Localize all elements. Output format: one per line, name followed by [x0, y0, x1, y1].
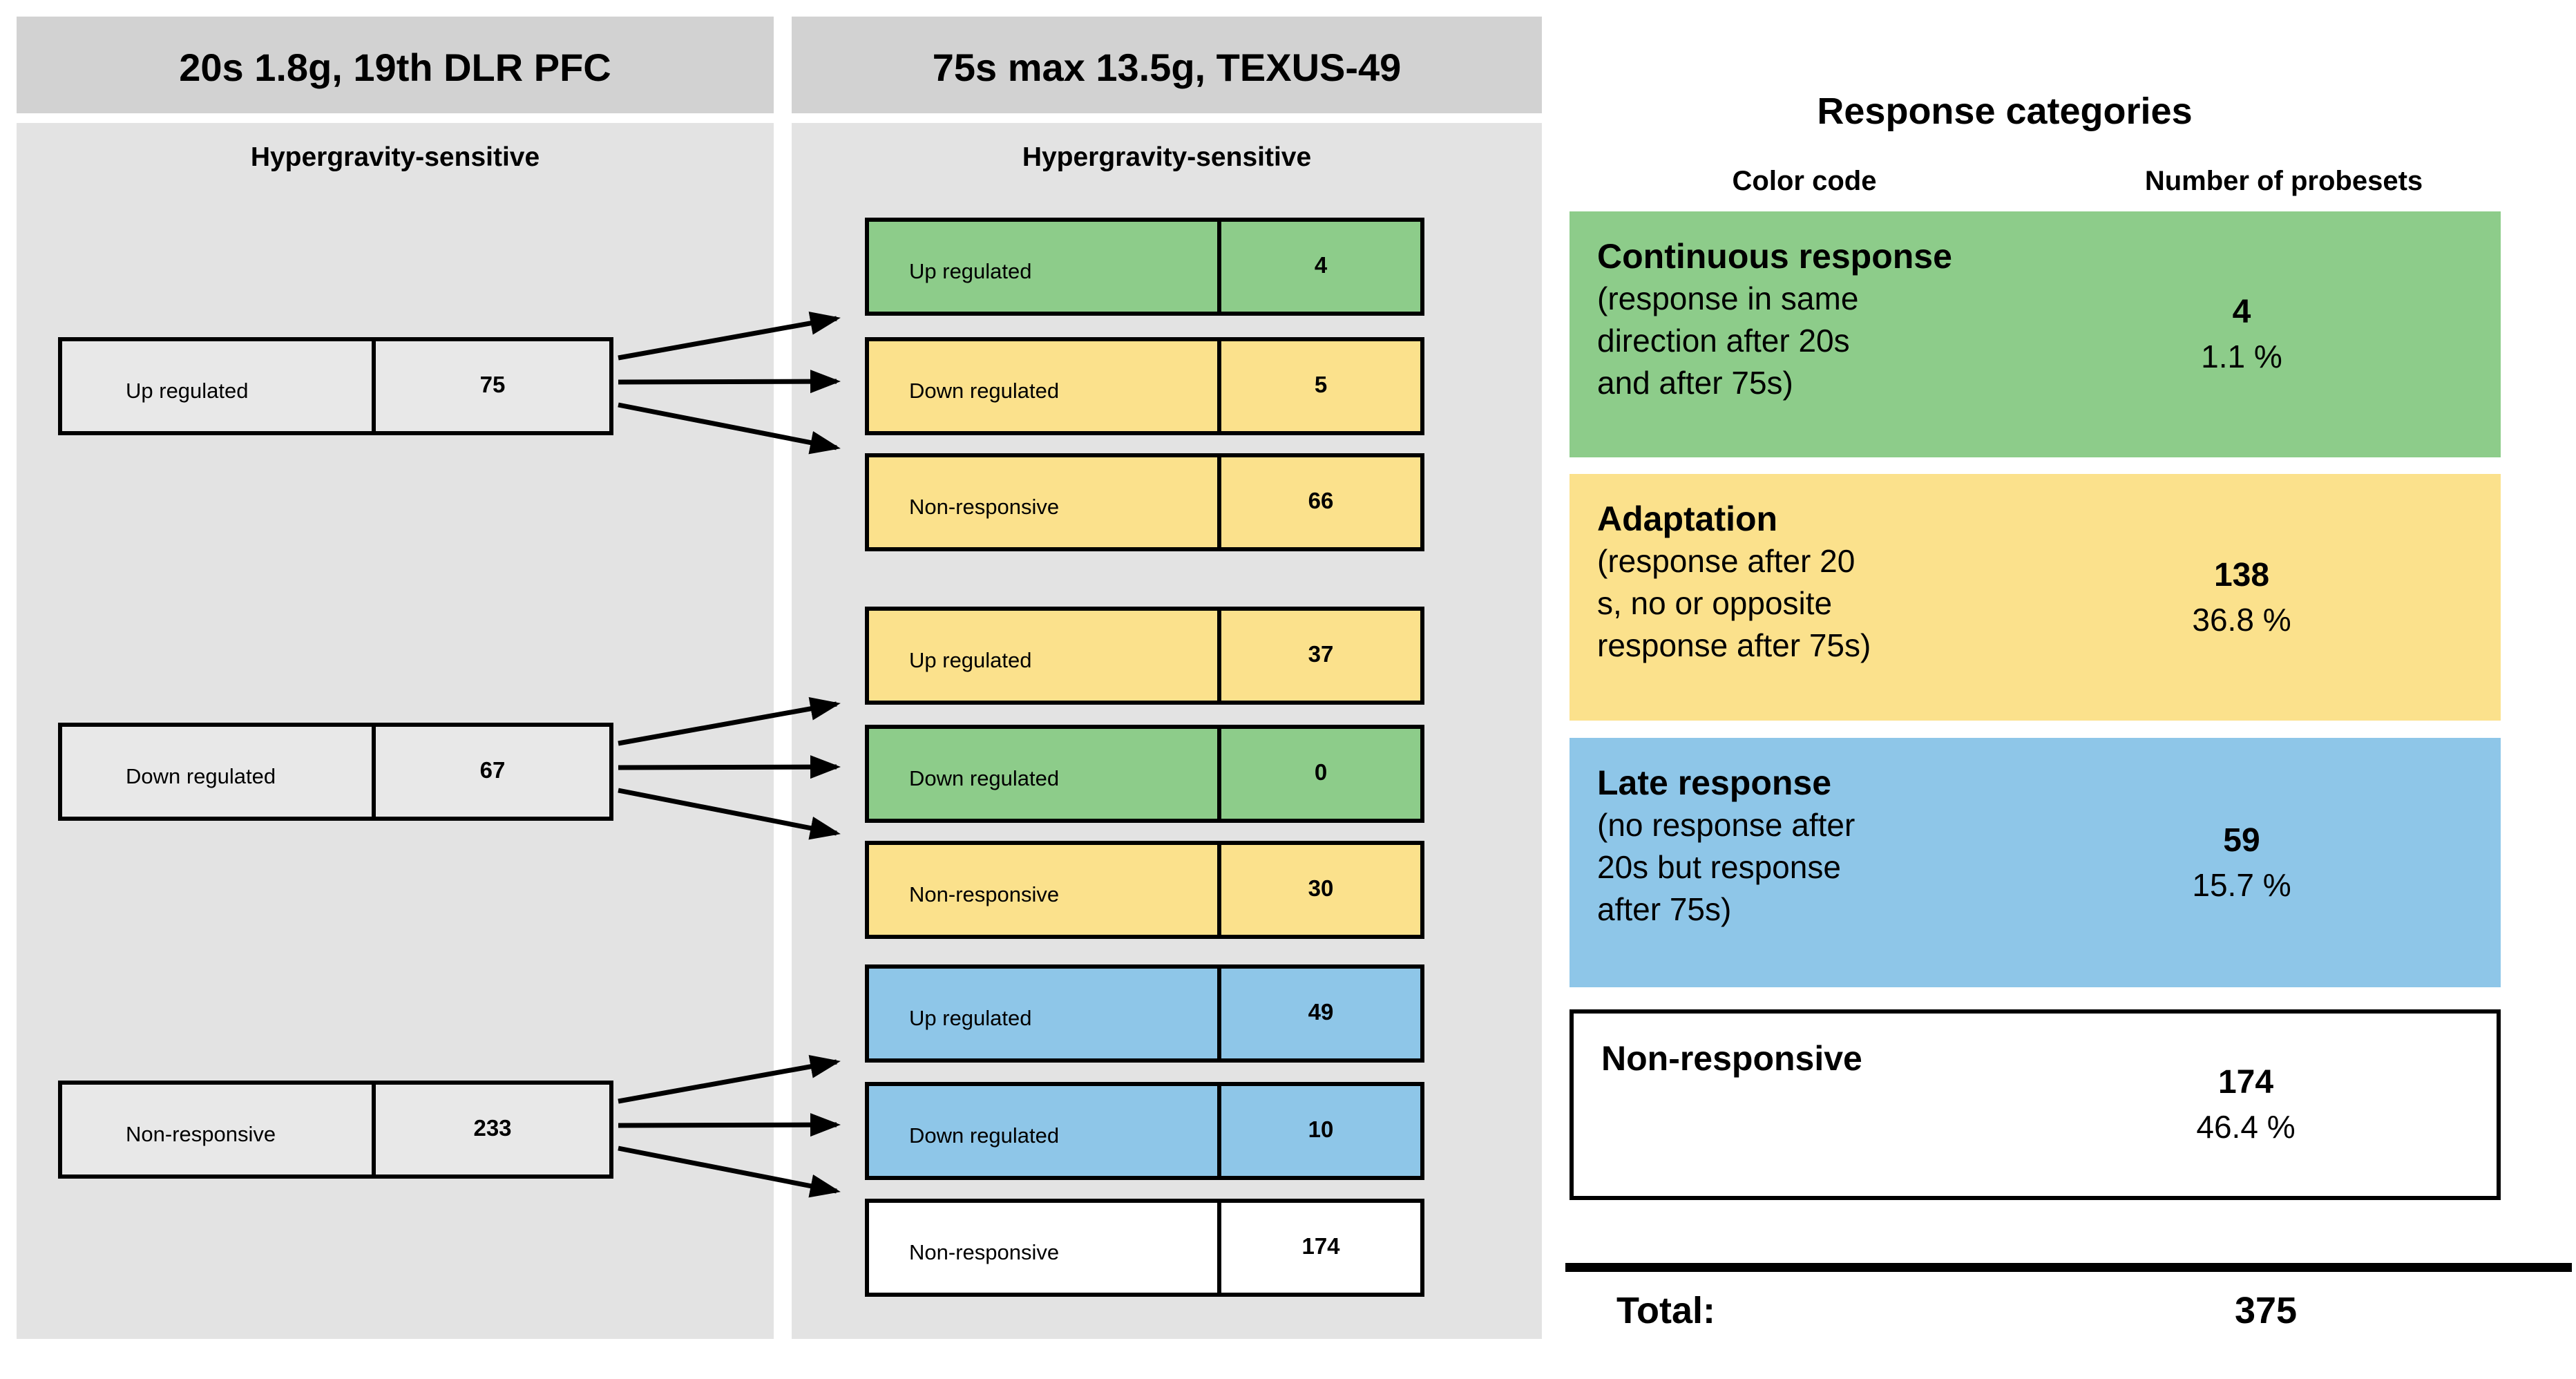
middle-box-up-regulated-3: Up regulated 49	[865, 964, 1424, 1063]
box-count: 5	[1314, 372, 1328, 397]
middle-column-title: 75s max 13.5g, TEXUS-49	[932, 45, 1402, 89]
box-label: Down regulated	[62, 727, 376, 817]
box-count: 174	[1301, 1233, 1340, 1259]
box-count: 233	[473, 1115, 512, 1141]
legend-entry-count: 174	[2217, 1064, 2274, 1101]
legend-entry-percent: 36.8 %	[2192, 601, 2291, 638]
total-label: Total:	[1616, 1290, 1715, 1331]
middle-box-non-responsive-3: Non-responsive 174	[865, 1199, 1424, 1297]
legend-entry-numbers: 4 1.1 %	[2093, 290, 2390, 379]
legend-entry-non-responsive: Non-responsive 174 46.4 %	[1570, 1009, 2501, 1200]
middle-box-non-responsive-2: Non-responsive 30	[865, 841, 1424, 939]
legend-entry-numbers: 138 36.8 %	[2093, 553, 2390, 642]
legend-entry-line: and after 75s)	[1597, 365, 1793, 401]
middle-column-header: 75s max 13.5g, TEXUS-49	[792, 17, 1542, 113]
legend-entry-line: s, no or opposite	[1597, 585, 1833, 621]
left-column-subtitle: Hypergravity-sensitive	[250, 142, 540, 172]
legend-entry-text: Adaptation (response after 20 s, no or o…	[1570, 474, 2501, 667]
middle-box-down-regulated-1: Down regulated 5	[865, 337, 1424, 435]
legend-entry-line: response after 75s)	[1597, 627, 1871, 663]
legend-entry-count: 59	[2223, 821, 2260, 859]
legend-entry-heading: Continuous response	[1597, 237, 1952, 276]
box-count: 30	[1308, 875, 1334, 901]
legend-entry-percent: 1.1 %	[2201, 339, 2282, 374]
box-label: Non-responsive	[62, 1085, 376, 1174]
legend-entry-text: Continuous response (response in same di…	[1570, 211, 2501, 404]
box-count: 49	[1308, 999, 1334, 1025]
legend-entry-line: (response in same	[1597, 280, 1859, 316]
legend-entry-line: (response after 20	[1597, 543, 1855, 579]
box-label: Up regulated	[62, 341, 376, 431]
legend-entry-numbers: 59 15.7 %	[2093, 819, 2390, 907]
left-column-header: 20s 1.8g, 19th DLR PFC	[17, 17, 774, 113]
legend-col-number-of-probesets: Number of probesets	[2144, 166, 2423, 196]
left-column-title: 20s 1.8g, 19th DLR PFC	[179, 45, 611, 89]
middle-box-non-responsive-1: Non-responsive 66	[865, 453, 1424, 551]
legend-entry-heading: Late response	[1597, 763, 1832, 802]
box-label: Non-responsive	[869, 845, 1221, 935]
legend-entry-percent: 15.7 %	[2192, 866, 2291, 903]
legend-entry-heading: Adaptation	[1597, 500, 1778, 538]
total-value: 375	[2234, 1290, 2298, 1331]
legend-entry-line: after 75s)	[1597, 891, 1732, 927]
middle-column-subtitle: Hypergravity-sensitive	[1022, 142, 1312, 172]
legend-entry-heading: Non-responsive	[1601, 1039, 1862, 1078]
box-label: Up regulated	[869, 611, 1221, 701]
legend-entry-line: (no response after	[1597, 807, 1855, 843]
box-label: Up regulated	[869, 222, 1221, 312]
middle-box-up-regulated-2: Up regulated 37	[865, 607, 1424, 705]
legend-entry-text: Non-responsive	[1574, 1014, 2497, 1080]
legend-entry-percent: 46.4 %	[2196, 1109, 2296, 1145]
box-label: Down regulated	[869, 1086, 1221, 1176]
box-label: Up regulated	[869, 969, 1221, 1058]
legend-entry-line: 20s but response	[1597, 849, 1841, 885]
total-divider-rule	[1565, 1263, 2572, 1272]
box-count: 4	[1314, 252, 1328, 278]
legend-entry-late-response: Late response (no response after 20s but…	[1570, 738, 2501, 987]
box-count: 67	[479, 757, 506, 783]
legend-title: Response categories	[1817, 91, 2193, 132]
box-label: Non-responsive	[869, 1203, 1221, 1293]
box-count: 75	[479, 372, 506, 397]
middle-box-down-regulated-2: Down regulated 0	[865, 725, 1424, 823]
box-count: 0	[1314, 759, 1328, 785]
legend-entry-count: 4	[2232, 294, 2251, 330]
legend-entry-numbers: 174 46.4 %	[2097, 1061, 2394, 1149]
legend-entry-text: Late response (no response after 20s but…	[1570, 738, 2501, 931]
box-count: 66	[1308, 488, 1334, 513]
legend-col-color-code: Color code	[1732, 166, 1877, 196]
middle-box-up-regulated-1: Up regulated 4	[865, 218, 1424, 316]
legend-entry-line: direction after 20s	[1597, 323, 1850, 359]
left-box-non-responsive: Non-responsive 233	[58, 1081, 613, 1179]
left-box-up-regulated: Up regulated 75	[58, 337, 613, 435]
legend-entry-count: 138	[2213, 556, 2270, 593]
middle-box-down-regulated-3: Down regulated 10	[865, 1082, 1424, 1180]
box-label: Down regulated	[869, 341, 1221, 431]
box-count: 37	[1308, 641, 1334, 667]
legend-entry-adaptation: Adaptation (response after 20 s, no or o…	[1570, 474, 2501, 721]
box-count: 10	[1308, 1116, 1334, 1142]
box-label: Down regulated	[869, 729, 1221, 819]
box-label: Non-responsive	[869, 457, 1221, 547]
legend-entry-continuous-response: Continuous response (response in same di…	[1570, 211, 2501, 457]
left-box-down-regulated: Down regulated 67	[58, 723, 613, 821]
